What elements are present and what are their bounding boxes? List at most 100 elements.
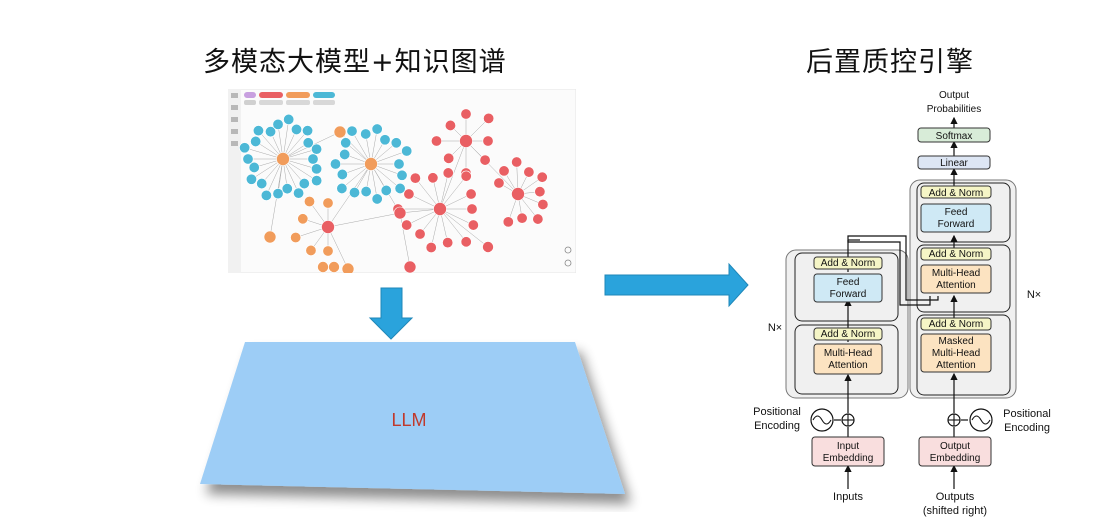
kg-node xyxy=(401,219,413,231)
kg-node xyxy=(502,216,514,228)
decoder-add-norm-3-label: Add & Norm xyxy=(929,188,983,199)
kg-node xyxy=(390,137,402,149)
encoder-multi-head-attention xyxy=(813,343,883,375)
kg-node xyxy=(328,261,340,273)
encoder-stack xyxy=(785,249,909,399)
kg-node xyxy=(498,165,510,177)
encoder-mha-label-2: Attention xyxy=(828,360,867,371)
kg-node xyxy=(305,244,317,256)
kg-legend-pills xyxy=(244,92,335,105)
kg-node xyxy=(442,237,454,249)
encoder-add-norm-1 xyxy=(813,327,883,341)
kg-node xyxy=(276,152,290,166)
kg-node xyxy=(493,177,505,189)
output-probabilities-label-1: Output xyxy=(939,90,969,101)
kg-node xyxy=(298,178,310,190)
decoder-add-norm-1 xyxy=(920,317,992,331)
kg-node xyxy=(297,213,309,225)
kg-node xyxy=(339,148,351,160)
decoder-masked-attention xyxy=(920,333,992,373)
inputs-label: Inputs xyxy=(833,491,863,503)
kg-node xyxy=(364,157,378,171)
kg-node xyxy=(250,135,262,147)
kg-node xyxy=(330,158,342,170)
kg-node xyxy=(283,113,295,125)
output-embedding-box xyxy=(918,436,992,467)
encoder-ff-label-1: Feed xyxy=(837,277,860,288)
kg-node xyxy=(444,119,456,131)
kg-node xyxy=(322,245,334,257)
kg-node xyxy=(311,175,323,187)
kg-toolbar xyxy=(228,89,241,273)
kg-node xyxy=(272,188,284,200)
kg-node xyxy=(260,189,272,201)
kg-node xyxy=(311,163,323,175)
kg-node xyxy=(303,196,315,208)
kg-node xyxy=(532,213,544,225)
softmax-label: Softmax xyxy=(936,131,973,142)
decoder-feed-forward xyxy=(920,203,992,233)
kg-node xyxy=(511,187,525,201)
kg-node xyxy=(333,125,347,139)
kg-node xyxy=(460,108,472,120)
kg-node xyxy=(537,198,549,210)
kg-node xyxy=(433,202,447,216)
kg-node xyxy=(281,183,293,195)
kg-node xyxy=(242,153,254,165)
kg-node xyxy=(482,241,494,253)
kg-node xyxy=(349,187,361,199)
decoder-multi-head-attention xyxy=(920,264,992,294)
kg-node xyxy=(431,135,443,147)
encoder-add-norm-2 xyxy=(813,256,883,270)
left-title: 多模态大模型+知识图谱 xyxy=(203,47,507,78)
kg-node xyxy=(414,228,426,240)
output-probabilities-label-2: Probabilities xyxy=(927,104,981,115)
linear-label: Linear xyxy=(940,158,968,169)
kg-node xyxy=(396,169,408,181)
kg-node xyxy=(442,167,454,179)
input-embedding-label-1: Input xyxy=(837,441,859,452)
kg-node xyxy=(290,232,302,244)
kg-node xyxy=(302,125,314,137)
kg-node xyxy=(307,153,319,165)
decoder-add-norm-1-label: Add & Norm xyxy=(929,319,983,330)
kg-zoom-controls xyxy=(564,246,572,267)
decoder-mha-label-2: Attention xyxy=(936,280,975,291)
kg-node xyxy=(252,125,264,137)
kg-node xyxy=(483,112,495,124)
encoder-nx-label: N× xyxy=(768,322,782,334)
kg-node xyxy=(460,170,472,182)
kg-node xyxy=(467,219,479,231)
decoder-nx-label: N× xyxy=(1027,289,1041,301)
kg-node xyxy=(380,184,392,196)
softmax-box xyxy=(917,127,991,143)
down-arrow-icon xyxy=(368,287,414,340)
kg-node xyxy=(371,193,383,205)
masked-label-2: Multi-Head xyxy=(932,348,980,359)
kg-node xyxy=(322,197,334,209)
dec-positional-label-1: Positional xyxy=(1003,408,1051,420)
kg-node xyxy=(291,123,303,135)
kg-node xyxy=(379,134,391,146)
encoder-mha-label-1: Multi-Head xyxy=(824,348,872,359)
kg-node xyxy=(302,137,314,149)
enc-positional-label-1: Positional xyxy=(753,406,801,418)
kg-node xyxy=(336,168,348,180)
kg-node xyxy=(523,166,535,178)
kg-node xyxy=(311,143,323,155)
kg-node xyxy=(371,123,383,135)
kg-node xyxy=(321,220,335,234)
kg-node xyxy=(393,206,407,220)
llm-block: LLM xyxy=(200,342,625,494)
masked-label-3: Attention xyxy=(936,360,975,371)
kg-node xyxy=(479,154,491,166)
kg-node xyxy=(459,134,473,148)
kg-node xyxy=(427,172,439,184)
outputs-label-2: (shifted right) xyxy=(923,505,987,517)
kg-node xyxy=(425,242,437,254)
input-embedding-label-2: Embedding xyxy=(823,453,874,464)
kg-node xyxy=(256,178,268,190)
kg-node xyxy=(511,156,523,168)
encoder-feed-forward xyxy=(813,273,883,303)
transformer-diagram: Output Probabilities Softmax Linear Add … xyxy=(753,90,1051,517)
